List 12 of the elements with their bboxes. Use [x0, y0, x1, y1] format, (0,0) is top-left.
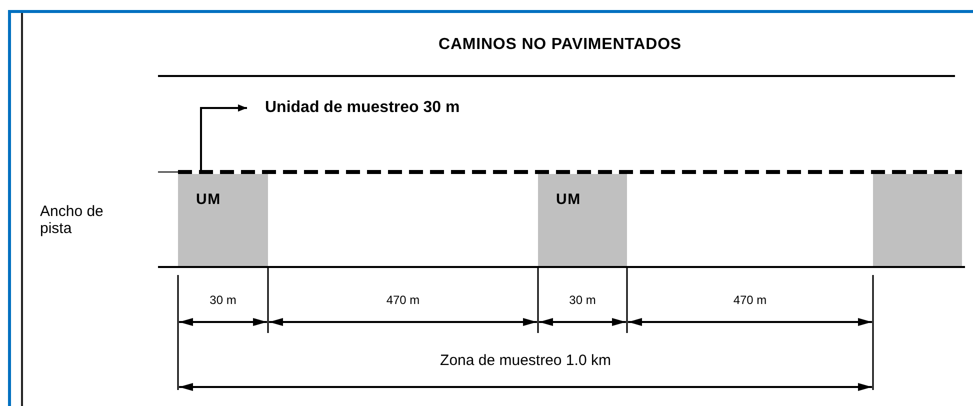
sample-unit-box: UM [178, 174, 268, 266]
dimension-label: 470 m [385, 292, 421, 309]
leader-arrow [200, 104, 247, 172]
dimension-label: 30 m [568, 292, 597, 309]
track-width-label: Ancho de pista [40, 203, 104, 237]
diagram-title: CAMINOS NO PAVIMENTADOS [438, 35, 682, 55]
sample-unit-box: UM [538, 174, 627, 266]
dimension-label: Zona de muestreo 1.0 km [439, 351, 612, 371]
dimension-label: 30 m [208, 292, 238, 309]
sample-unit-box [873, 174, 962, 266]
callout-label: Unidad de muestreo 30 m [265, 97, 460, 119]
dimension-label: 470 m [732, 292, 768, 309]
